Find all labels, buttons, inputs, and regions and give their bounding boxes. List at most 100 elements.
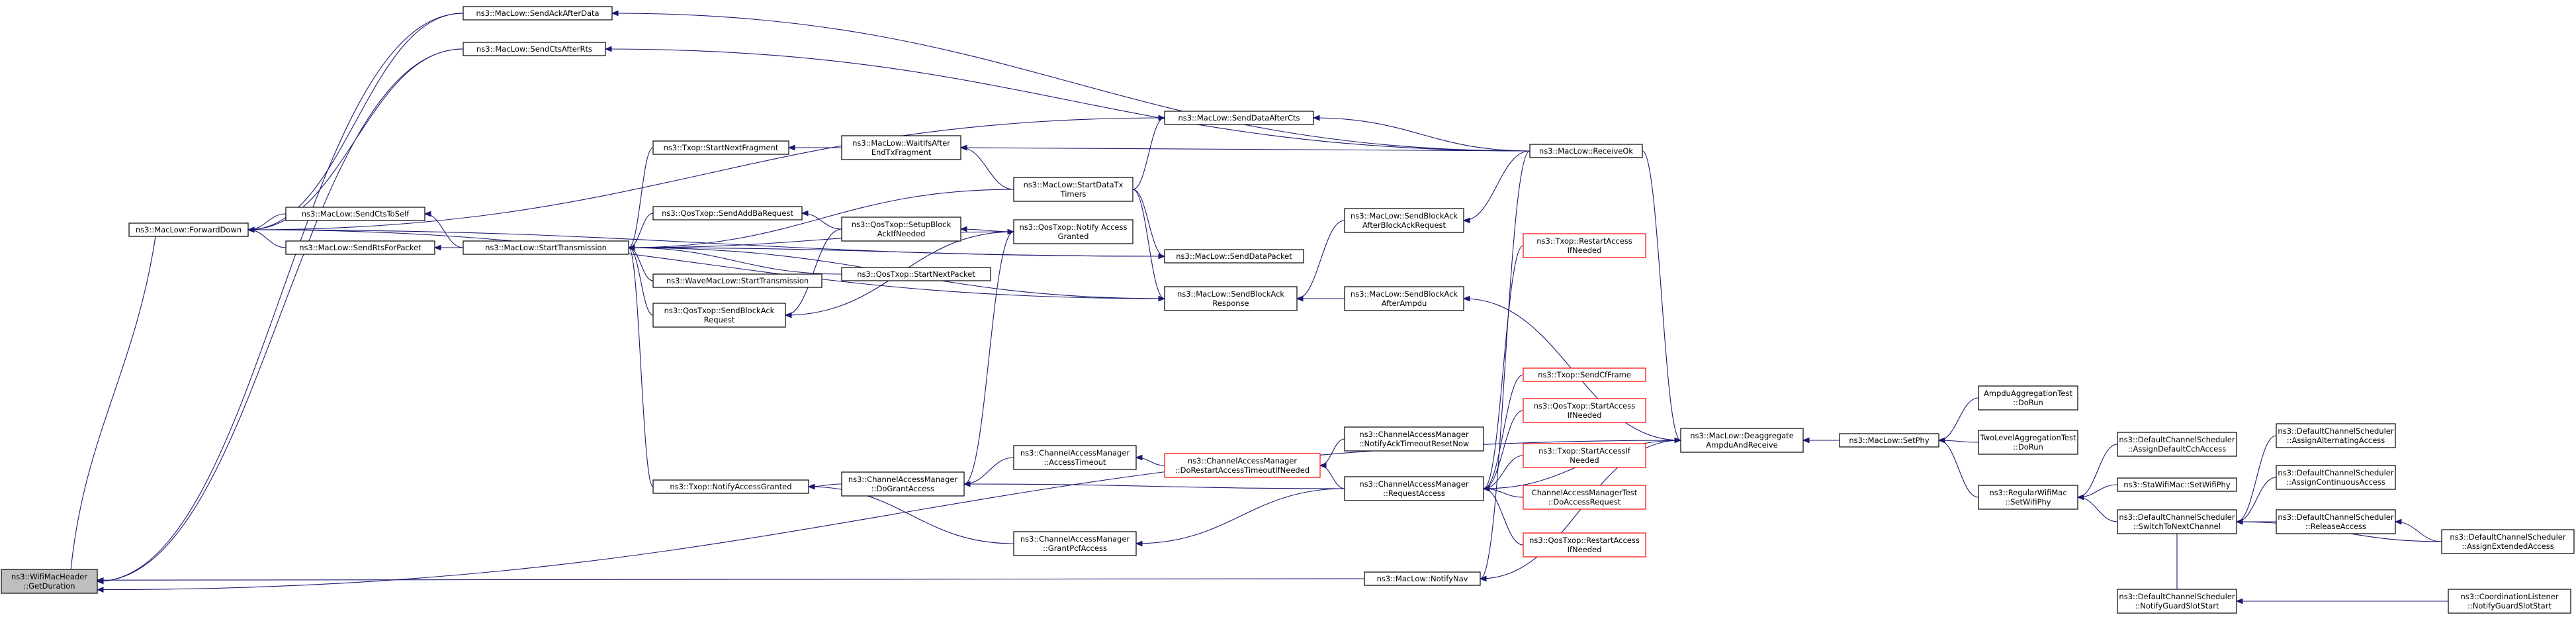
- node-label-line: ns3::MacLow::SendCtsToSelf: [302, 209, 410, 218]
- node-box: [1164, 249, 1304, 264]
- graph-node-dcsaaa[interactable]: ns3::DefaultChannelScheduler::AssignAlte…: [2276, 423, 2396, 448]
- call-edge-dcsaaa-to-dcsstnc: [2235, 435, 2277, 525]
- call-edge-qnag-to-qsetup: [959, 226, 1014, 232]
- node-label-line: ns3::Txop::StartAccessIf: [1538, 446, 1631, 456]
- call-edge-nn-to-root: [96, 577, 1365, 583]
- node-label-line: ns3::QosTxop::StartNextPacket: [857, 269, 975, 279]
- node-box: [1344, 476, 1484, 501]
- graph-node-wst[interactable]: ns3::WaveMacLow::StartTransmission: [652, 273, 822, 288]
- node-label-line: ::AccessTimeout: [1044, 458, 1106, 467]
- node-label-line: ns3::QosTxop::SendBlockAck: [664, 306, 775, 315]
- graph-node-fd[interactable]: ns3::MacLow::ForwardDown: [128, 222, 249, 237]
- graph-node-dcsstnc[interactable]: ns3::DefaultChannelScheduler::SwitchToNe…: [2117, 509, 2237, 534]
- graph-node-tscf[interactable]: ns3::Txop::SendCfFrame: [1523, 367, 1646, 382]
- node-label-line: ::GetDuration: [23, 581, 75, 591]
- node-box: [1013, 177, 1133, 202]
- graph-node-camtest[interactable]: ChannelAccessManagerTest::DoAccessReques…: [1523, 485, 1646, 510]
- call-edge-rok-to-sdac: [1312, 115, 1531, 152]
- node-label-line: ns3::MacLow::SendCtsAfterRts: [476, 44, 592, 54]
- node-label-line: IfNeeded: [1568, 246, 1602, 255]
- graph-node-qsnp[interactable]: ns3::QosTxop::StartNextPacket: [841, 267, 991, 281]
- node-label-line: ::DoRestartAccessTimeoutIfNeeded: [1175, 465, 1310, 475]
- graph-node-rok[interactable]: ns3::MacLow::ReceiveOk: [1529, 144, 1643, 158]
- node-label-line: ns3::DefaultChannelScheduler: [2278, 468, 2393, 477]
- call-edge-dratn-to-at: [1135, 454, 1165, 466]
- graph-node-nn[interactable]: ns3::MacLow::NotifyNav: [1364, 571, 1481, 586]
- graph-node-dcsadsa[interactable]: ns3::DefaultChannelScheduler::AssignDefa…: [2117, 432, 2237, 457]
- graph-node-dratn[interactable]: ns3::ChannelAccessManager::DoRestartAcce…: [1164, 453, 1321, 478]
- graph-node-st[interactable]: ns3::MacLow::StartTransmission: [463, 240, 629, 255]
- graph-node-twotest[interactable]: TwoLevelAggregationTest::DoRun: [1978, 430, 2078, 455]
- graph-node-sdac[interactable]: ns3::MacLow::SendDataAfterCts: [1164, 111, 1314, 125]
- node-box: [463, 42, 606, 56]
- graph-node-natrn[interactable]: ns3::ChannelAccessManager::NotifyAckTime…: [1344, 426, 1484, 452]
- graph-node-qsab[interactable]: ns3::QosTxop::SendAddBaRequest: [652, 206, 803, 220]
- node-label-line: ns3::MacLow::Deaggregate: [1690, 431, 1793, 440]
- node-box: [841, 135, 961, 160]
- node-label-line: ::NotifyAckTimeoutResetNow: [1359, 439, 1470, 448]
- graph-node-clngss[interactable]: ns3::CoordinationListener::NotifyGuardSl…: [2448, 589, 2571, 614]
- node-label-line: ns3::Txop::SendCfFrame: [1538, 370, 1631, 379]
- call-edge-qsab-to-st: [627, 213, 654, 251]
- call-edge-dcsstnc-to-rwswp: [2076, 494, 2118, 522]
- graph-node-dcsrel[interactable]: ns3::DefaultChannelScheduler::ReleaseAcc…: [2276, 509, 2396, 534]
- node-box: [1344, 208, 1464, 233]
- node-label-line: AmpduAggregationTest: [1984, 389, 2072, 398]
- graph-node-scts[interactable]: ns3::MacLow::SendCtsToSelf: [285, 207, 425, 221]
- node-box: [128, 222, 249, 237]
- graph-node-scar[interactable]: ns3::MacLow::SendCtsAfterRts: [463, 42, 606, 56]
- node-label-line: AfterBlockAckRequest: [1362, 220, 1446, 230]
- graph-node-sdp[interactable]: ns3::MacLow::SendDataPacket: [1164, 249, 1304, 264]
- graph-node-swswp[interactable]: ns3::StaWifiMac::SetWifiPhy: [2117, 477, 2237, 492]
- node-box: [1978, 485, 2078, 510]
- graph-node-tnag[interactable]: ns3::Txop::NotifyAccessGranted: [652, 479, 809, 494]
- graph-node-ra[interactable]: ns3::ChannelAccessManager::RequestAccess: [1344, 476, 1484, 501]
- node-label-line: ns3::QosTxop::StartAccess: [1534, 401, 1635, 411]
- graph-node-rwswp[interactable]: ns3::RegularWifiMac::SetWifiPhy: [1978, 485, 2078, 510]
- node-label-line: ns3::CoordinationListener: [2460, 592, 2558, 601]
- call-edge-tsnf-to-st: [627, 147, 654, 251]
- graph-node-at[interactable]: ns3::ChannelAccessManager::AccessTimeout: [1013, 445, 1137, 470]
- node-label-line: ns3::MacLow::WaitIfsAfter: [852, 138, 950, 148]
- graph-node-dga[interactable]: ns3::ChannelAccessManager::DoGrantAccess: [841, 471, 965, 497]
- node-label-line: ns3::MacLow::SendRtsForPacket: [299, 243, 422, 252]
- graph-node-gpa[interactable]: ns3::ChannelAccessManager::GrantPcfAcces…: [1013, 531, 1137, 556]
- node-box: [1523, 443, 1646, 468]
- node-box: [1013, 531, 1137, 556]
- graph-node-aggtest[interactable]: AmpduAggregationTest::DoRun: [1978, 385, 2078, 411]
- call-edge-qraifn-to-ra: [1482, 485, 1524, 546]
- node-label-line: ::DoRun: [2013, 442, 2043, 452]
- graph-node-setphy[interactable]: ns3::MacLow::SetPhy: [1839, 433, 1939, 448]
- node-label-line: ::AssignAlternatingAccess: [2287, 436, 2385, 445]
- call-edge-traifn-to-ra: [1482, 245, 1524, 492]
- node-label-line: Request: [704, 315, 735, 324]
- graph-node-sad[interactable]: ns3::MacLow::SendAckAfterData: [463, 6, 613, 21]
- node-box: [1523, 367, 1646, 382]
- graph-node-tsnf[interactable]: ns3::Txop::StartNextFragment: [652, 140, 789, 155]
- call-edge-scar-to-fd: [247, 48, 464, 233]
- call-edge-rok-to-dear: [1642, 150, 1682, 444]
- node-box: [463, 240, 629, 255]
- graph-node-qnag[interactable]: ns3::QosTxop::Notify AccessGranted: [1013, 219, 1133, 244]
- node-box: [1523, 398, 1646, 423]
- graph-node-dcsaca[interactable]: ns3::DefaultChannelScheduler::AssignCont…: [2276, 465, 2396, 490]
- node-box: [285, 240, 435, 255]
- graph-node-dcsngss[interactable]: ns3::DefaultChannelScheduler::NotifyGuar…: [2117, 589, 2237, 614]
- call-edge-ra-to-dga: [963, 481, 1345, 489]
- node-box: [1523, 532, 1646, 558]
- graph-node-sbaabr[interactable]: ns3::MacLow::SendBlockAckAfterBlockAckRe…: [1344, 208, 1464, 233]
- graph-node-srts[interactable]: ns3::MacLow::SendRtsForPacket: [285, 240, 435, 255]
- node-box: [1839, 433, 1939, 448]
- graph-node-dcsaea[interactable]: ns3::DefaultChannelScheduler::AssignExte…: [2441, 529, 2575, 554]
